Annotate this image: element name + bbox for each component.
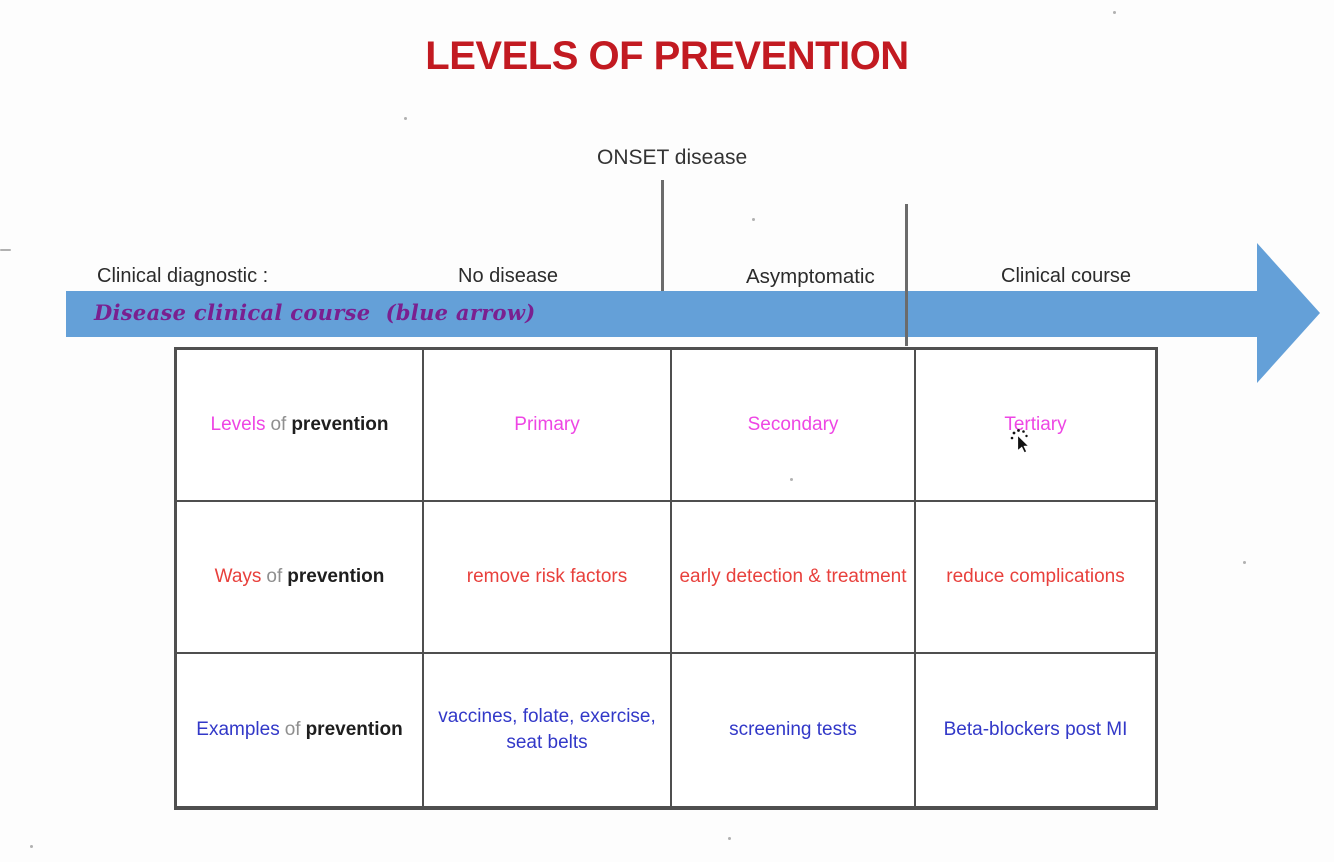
speck	[728, 837, 731, 840]
clinical-diagnostic-label: Clinical diagnostic :	[97, 265, 269, 287]
asymptomatic-clinical-divider-line	[905, 204, 908, 346]
row-header-mid: of	[266, 566, 283, 588]
speck	[404, 117, 407, 120]
disease-course-arrow: Disease clinical course (blue arrow)	[66, 291, 1258, 337]
speck	[30, 845, 33, 848]
disease-course-arrow-caption: Disease clinical course (blue arrow)	[94, 300, 536, 325]
row-header-mid: of	[270, 414, 287, 436]
row-header-tail: prevention	[291, 414, 389, 436]
row-header-lead: Levels	[210, 414, 266, 436]
phase-label-asymptomatic: Asymptomatic	[746, 265, 875, 288]
row-header-tail: prevention	[287, 566, 385, 588]
arrow-pointer-click-sparkle-icon	[1010, 429, 1031, 454]
phase-label-clinical-course: Clinical course	[1001, 265, 1132, 287]
page-title: LEVELS OF PREVENTION	[425, 34, 909, 78]
row-header-lead: Ways	[214, 566, 262, 588]
row-header-lead: Examples	[196, 719, 280, 741]
speck	[1113, 11, 1116, 14]
disease-course-arrow-head	[1257, 243, 1320, 383]
speck	[1243, 561, 1246, 564]
speck	[752, 218, 755, 221]
cell-primary: Primary	[424, 350, 672, 502]
cell-reduce-complications: reduce complications	[916, 502, 1155, 654]
cell-screening-tests: screening tests	[672, 654, 916, 806]
cell-remove-risk-factors: remove risk factors	[424, 502, 672, 654]
cell-tertiary: Tertiary	[916, 350, 1155, 502]
phase-label-no-disease: No disease	[458, 265, 559, 287]
speck	[0, 249, 11, 251]
speck	[790, 478, 793, 481]
cell-secondary: Secondary	[672, 350, 916, 502]
cell-early-detection: early detection & treatment	[672, 502, 916, 654]
row-header-tail: prevention	[305, 719, 403, 741]
cell-beta-blockers: Beta-blockers post MI	[943, 719, 1128, 741]
row-header-mid: of	[284, 719, 301, 741]
onset-disease-label: ONSET disease	[597, 146, 748, 169]
cell-vaccines-examples: vaccines, folate, exercise, seat belts	[424, 654, 672, 806]
